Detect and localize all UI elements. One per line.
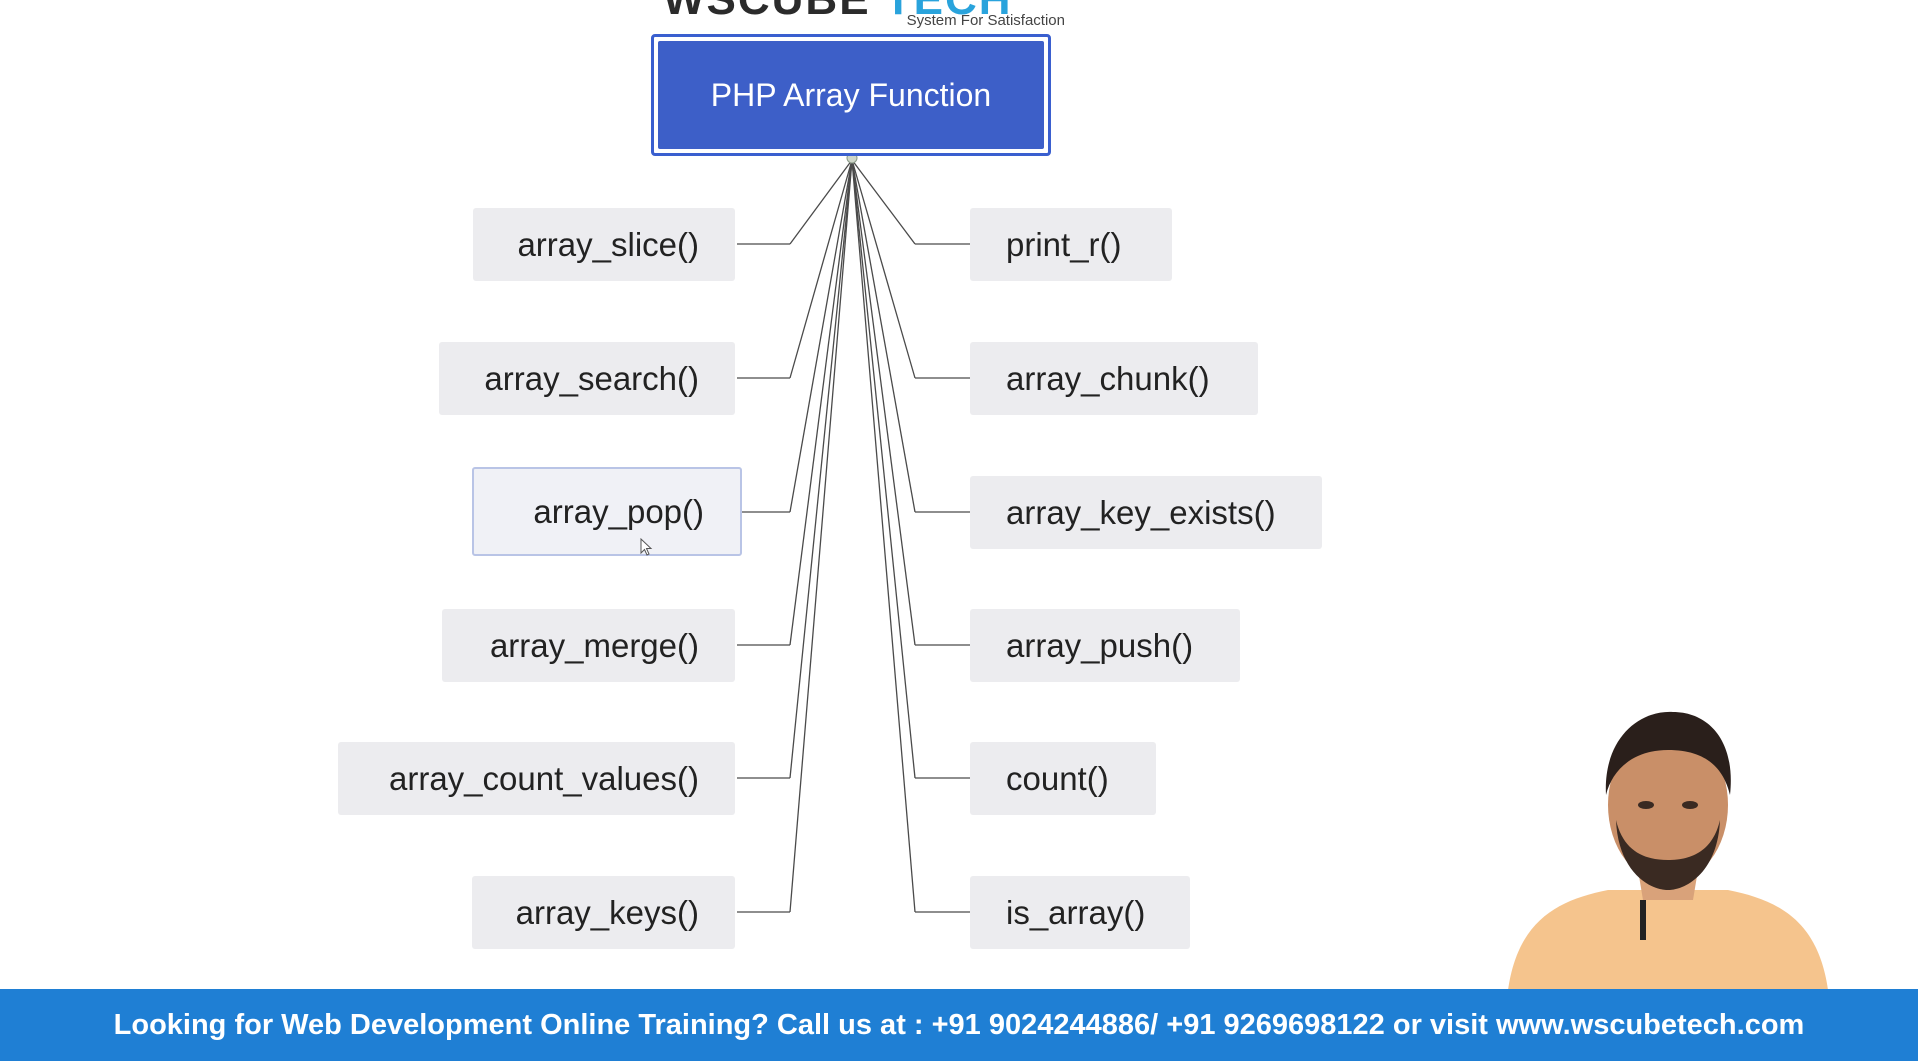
- connector-left-2: [789, 159, 853, 513]
- connector-right-3: [851, 159, 916, 646]
- connector-left-4: [789, 159, 853, 779]
- connector-right-0: [851, 159, 916, 245]
- node-array-pop[interactable]: array_pop(): [472, 467, 742, 556]
- connector-left-1: [789, 159, 853, 379]
- banner-text: Looking for Web Development Online Train…: [113, 1008, 1805, 1041]
- node-array-count-values[interactable]: array_count_values(): [338, 742, 735, 815]
- connector-left-5: [789, 159, 853, 913]
- node-array-search[interactable]: array_search(): [439, 342, 735, 415]
- node-array-chunk[interactable]: array_chunk(): [970, 342, 1258, 415]
- mouse-pointer-icon: [640, 538, 653, 556]
- connector-right-2: [851, 159, 916, 513]
- connector-right-4: [851, 159, 916, 779]
- node-array-key-exists[interactable]: array_key_exists(): [970, 476, 1322, 549]
- wscube-logo: WSCUBE TECH System For Satisfaction: [655, 0, 1065, 34]
- root-node-label: PHP Array Function: [658, 41, 1044, 149]
- node-array-push[interactable]: array_push(): [970, 609, 1240, 682]
- node-array-keys[interactable]: array_keys(): [472, 876, 735, 949]
- node-array-slice[interactable]: array_slice(): [473, 208, 735, 281]
- node-is-array[interactable]: is_array(): [970, 876, 1190, 949]
- connector-left-3: [789, 159, 853, 646]
- node-array-merge[interactable]: array_merge(): [442, 609, 735, 682]
- connector-right-5: [851, 159, 916, 913]
- logo-wordmark: WSCUBE TECH: [663, 0, 1013, 22]
- logo-word-accent: TECH: [885, 0, 1013, 24]
- logo-word-dark: WSCUBE: [663, 0, 871, 24]
- connector-right-1: [851, 159, 916, 379]
- node-print-r[interactable]: print_r(): [970, 208, 1172, 281]
- footer-banner[interactable]: Looking for Web Development Online Train…: [0, 989, 1918, 1061]
- logo-tagline: System For Satisfaction: [906, 12, 1065, 29]
- root-node[interactable]: PHP Array Function: [651, 34, 1051, 156]
- presenter-avatar: [1508, 711, 1828, 990]
- connector-left-0: [789, 159, 853, 245]
- node-count[interactable]: count(): [970, 742, 1156, 815]
